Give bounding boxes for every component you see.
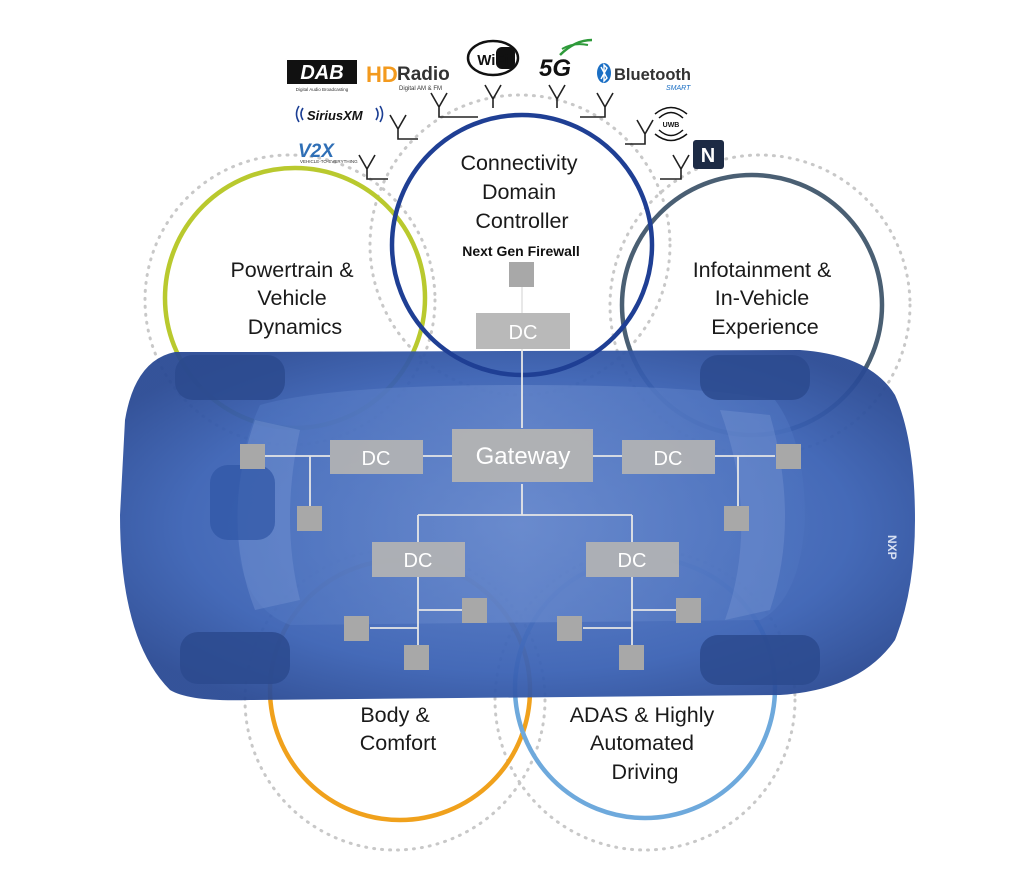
car: NXP	[120, 350, 915, 701]
gateway-label: Gateway	[476, 443, 571, 470]
car-rear-window	[720, 410, 785, 620]
dc-label-adas: DC	[618, 550, 647, 572]
svg-text:N: N	[701, 145, 715, 167]
wheel-front-left	[175, 355, 285, 400]
antenna-icon	[430, 92, 478, 118]
dc-label-body: DC	[404, 550, 433, 572]
dc-label-powertrain: DC	[362, 448, 391, 470]
antenna-icon	[660, 154, 690, 180]
svg-text:5G: 5G	[539, 55, 571, 82]
svg-text:HD: HD	[366, 62, 398, 87]
adas-dotted-ring	[493, 548, 797, 852]
wheel-rear-right	[700, 635, 820, 685]
dc-box-powertrain	[330, 440, 423, 474]
infotainment-dotted-ring	[608, 153, 912, 457]
nodes: DC Gateway DC DC DC DC	[240, 262, 801, 670]
dc-box-infotainment	[622, 440, 715, 474]
svg-text:WiFi: WiFi	[477, 52, 509, 69]
infotainment-label: Infotainment & In-Vehicle Experience	[693, 258, 838, 339]
end-node	[676, 598, 701, 623]
dc-label-infotainment: DC	[654, 448, 683, 470]
firewall-node	[509, 262, 534, 287]
dc-box-adas	[586, 542, 679, 577]
end-node	[724, 506, 749, 531]
svg-text:Digital AM & FM: Digital AM & FM	[399, 86, 442, 92]
dc-label-connectivity: DC	[509, 322, 538, 344]
siriusxm-logo: SiriusXM	[295, 105, 384, 123]
end-node	[776, 444, 801, 469]
dc-box-body	[372, 542, 465, 577]
hd-radio-logo: HD Radio Digital AM & FM	[366, 62, 450, 92]
dc-box-connectivity	[476, 313, 570, 349]
antennas	[358, 84, 690, 180]
svg-text:SMART: SMART	[666, 85, 691, 92]
adas-label: ADAS & Highly Automated Driving	[570, 703, 721, 784]
dab-logo: DAB Digital Audio Broadcasting	[287, 60, 357, 92]
end-node	[557, 616, 582, 641]
end-node	[404, 645, 429, 670]
end-node	[297, 506, 322, 531]
antenna-icon	[389, 114, 418, 140]
antenna-icon	[625, 119, 654, 145]
connectivity-logos: DAB Digital Audio Broadcasting HD Radio …	[287, 38, 724, 169]
body-label: Body & Comfort	[360, 703, 436, 755]
antenna-icon	[358, 154, 388, 180]
end-nodes	[240, 444, 801, 670]
wheel-rear-left	[700, 355, 810, 400]
powertrain-label: Powertrain & Vehicle Dynamics	[230, 258, 359, 339]
nfc-logo: N	[693, 140, 724, 169]
svg-text:Bluetooth: Bluetooth	[614, 66, 691, 84]
v2x-logo: V2X VEHICLE-TO-EVERYTHING	[298, 141, 358, 164]
connectivity-label: Connectivity Domain Controller	[460, 151, 583, 233]
antenna-icon	[484, 84, 502, 108]
wheel-front-right	[180, 632, 290, 684]
car-seat	[210, 465, 275, 540]
svg-text:Digital Audio Broadcasting: Digital Audio Broadcasting	[296, 87, 349, 92]
end-node	[462, 598, 487, 623]
end-node	[240, 444, 265, 469]
connectivity-dotted-ring	[368, 93, 672, 397]
powertrain-dotted-ring	[143, 153, 437, 447]
uwb-logo: UWB	[654, 106, 688, 142]
svg-text:VEHICLE-TO-EVERYTHING: VEHICLE-TO-EVERYTHING	[300, 159, 358, 164]
gateway-box	[452, 429, 593, 482]
wifi-logo: WiFi	[466, 39, 520, 77]
end-node	[619, 645, 644, 670]
connection-lines	[265, 285, 775, 645]
svg-text:V2X: V2X	[298, 141, 335, 162]
svg-text:DAB: DAB	[300, 62, 343, 84]
5g-logo: 5G	[539, 38, 593, 82]
antenna-icon	[548, 84, 566, 108]
svg-text:UWB: UWB	[663, 122, 680, 129]
firewall-label: Next Gen Firewall	[462, 243, 579, 259]
svg-text:Radio: Radio	[397, 64, 450, 85]
bluetooth-logo: Bluetooth SMART	[597, 63, 691, 92]
end-node	[344, 616, 369, 641]
svg-text:SiriusXM: SiriusXM	[307, 108, 364, 123]
car-badge: NXP	[885, 535, 899, 560]
antenna-icon	[580, 92, 614, 118]
